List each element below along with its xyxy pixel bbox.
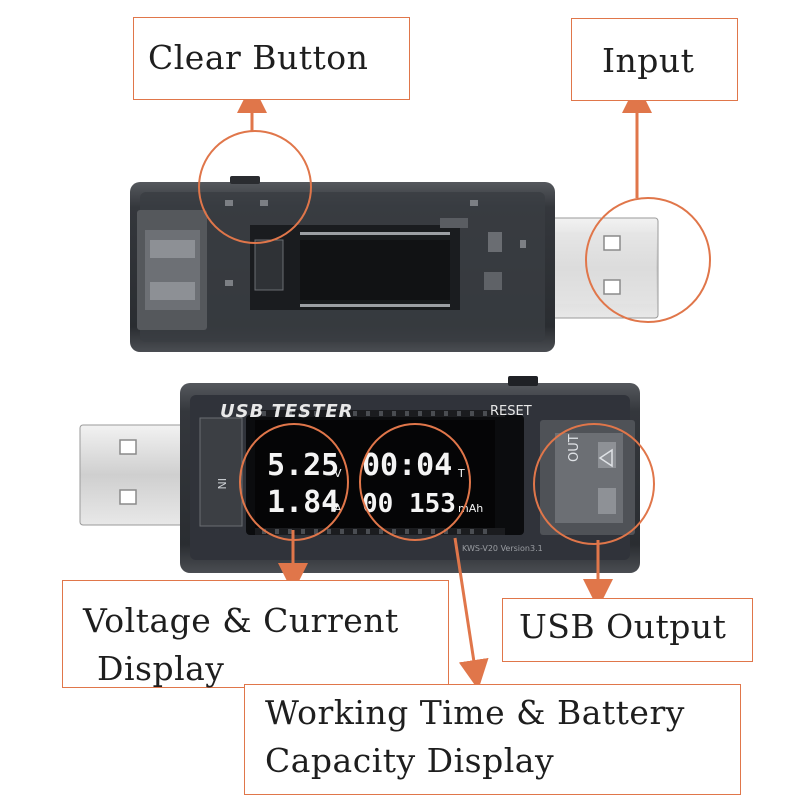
version-text: KWS-V20 Version3.1 bbox=[462, 544, 543, 553]
lcd-capacity-unit: mAh bbox=[458, 502, 483, 515]
lcd-current: 1.84 bbox=[267, 485, 339, 520]
input-label-text: Input bbox=[602, 41, 695, 80]
clear-button-circle bbox=[198, 130, 312, 244]
usb-output-circle bbox=[533, 423, 655, 545]
lcd-capacity: 00 153 bbox=[362, 489, 456, 519]
working-time-label: Working Time & Battery Capacity Display bbox=[244, 684, 741, 795]
voltage-current-label-line2: Display bbox=[97, 649, 225, 688]
annotation-arrows bbox=[237, 83, 652, 690]
in-text: IN bbox=[215, 478, 228, 489]
clear-button-label: Clear Button bbox=[133, 17, 410, 100]
brand-text: USB TESTER bbox=[220, 401, 354, 422]
working-time-label-line1: Working Time & Battery bbox=[265, 693, 685, 732]
voltage-current-label: Voltage & Current Display bbox=[62, 580, 449, 688]
voltage-current-label-line1: Voltage & Current bbox=[83, 601, 399, 640]
usb-output-label: USB Output bbox=[502, 598, 753, 662]
arrow-working-time bbox=[453, 537, 489, 690]
usb-output-label-text: USB Output bbox=[519, 607, 727, 646]
lcd-voltage-unit: V bbox=[334, 467, 342, 480]
annotation-circles bbox=[198, 130, 711, 545]
out-text: OUT bbox=[567, 434, 582, 462]
input-circle bbox=[585, 197, 711, 323]
reset-text: RESET bbox=[490, 404, 532, 419]
top-device bbox=[130, 176, 659, 352]
lcd-time: 00:04 bbox=[362, 448, 452, 483]
input-label: Input bbox=[571, 18, 738, 101]
bottom-device: 5.25 V 1.84 A 00:04 T 00 153 mAh USB TES… bbox=[79, 376, 640, 573]
working-time-circle bbox=[359, 423, 471, 541]
lcd-time-unit: T bbox=[457, 467, 465, 480]
lcd-voltage: 5.25 bbox=[267, 448, 339, 483]
working-time-label-line2: Capacity Display bbox=[265, 741, 555, 780]
lcd-current-unit: A bbox=[334, 502, 342, 515]
clear-button-label-text: Clear Button bbox=[148, 38, 369, 77]
